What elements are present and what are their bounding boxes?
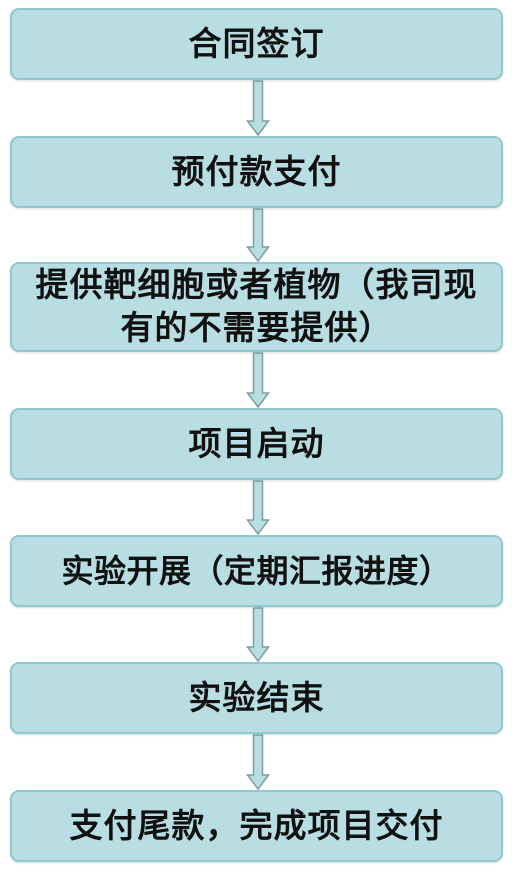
step-experiment-end: 实验结束 [10,662,503,734]
down-arrow-icon-2 [246,208,270,263]
step-experiment-execution: 实验开展（定期汇报进度） [10,535,503,607]
down-arrow-icon-3 [246,352,270,409]
down-arrow-icon-1 [246,80,270,137]
down-arrow-icon-6 [246,734,270,791]
down-arrow-icon-5 [246,607,270,663]
step-project-start: 项目启动 [10,408,503,480]
step-contract-signing: 合同签订 [10,8,503,80]
down-arrow-icon-4 [246,480,270,536]
step-provide-target-cells: 提供靶细胞或者植物（我司现有的不需要提供） [10,262,503,352]
step-final-payment-delivery: 支付尾款，完成项目交付 [10,790,503,862]
step-prepayment: 预付款支付 [10,136,503,208]
